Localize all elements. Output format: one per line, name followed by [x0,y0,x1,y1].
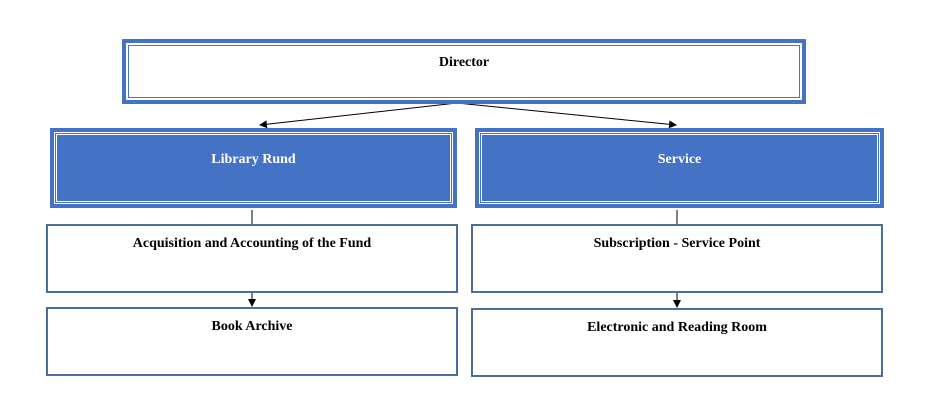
library-fund-box-fill [56,134,451,202]
book-archive-box: Book Archive [46,307,458,376]
service-box: Service [475,128,884,208]
director-box: Director [122,39,806,104]
service-label: Service [657,152,702,167]
library-fund-label: Library Rund [211,152,296,167]
book-archive-label: Book Archive [211,319,293,334]
service-box-fill [481,134,878,202]
arrow-director-to-service [456,102,677,129]
reading-room-label: Electronic and Reading Room [587,320,767,335]
arrow-director-to-library-fund [259,102,458,129]
director-label: Director [438,55,490,70]
acquisition-box: Acquisition and Accounting of the Fund [46,224,458,293]
subscription-box: Subscription - Service Point [471,224,883,293]
reading-room-box: Electronic and Reading Room [471,308,883,377]
library-fund-box: Library Rund [50,128,457,208]
acquisition-label: Acquisition and Accounting of the Fund [132,236,372,251]
director-box-inner-frame [128,45,800,98]
subscription-label: Subscription - Service Point [593,236,761,251]
